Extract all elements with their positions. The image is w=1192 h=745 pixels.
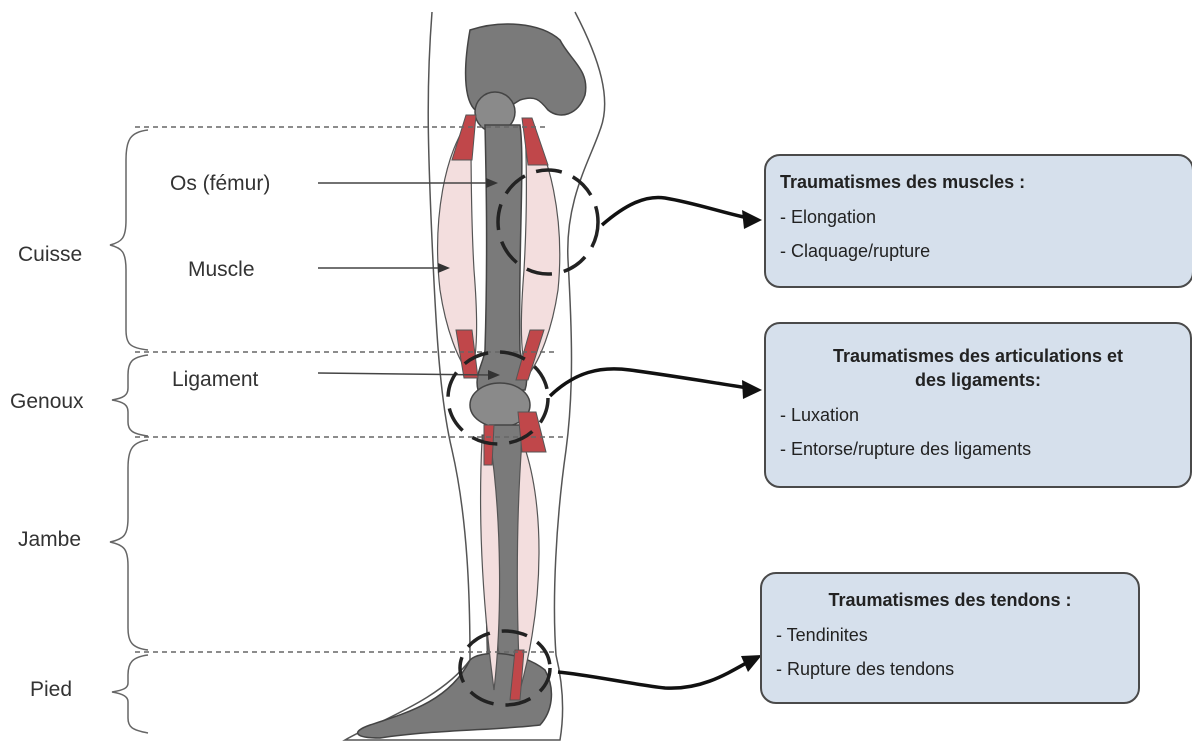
muscle-zone-arrowhead (742, 210, 762, 229)
brace-leg (110, 440, 148, 650)
joint-trauma-title-line2: des ligaments: (780, 368, 1176, 392)
region-thigh-label: Cuisse (18, 243, 82, 267)
region-knee-label: Genoux (10, 390, 84, 414)
tendon-trauma-item: - Rupture des tendons (776, 652, 1124, 686)
ligament-label: Ligament (172, 368, 258, 392)
bone-label: Os (fémur) (170, 172, 270, 196)
muscle-zone-arrow (602, 197, 748, 225)
tendon-trauma-box: Traumatismes des tendons : - Tendinites … (760, 572, 1140, 704)
joint-trauma-item: - Luxation (780, 398, 1176, 432)
knee-zone-arrow (550, 369, 748, 396)
region-leg-label: Jambe (18, 528, 81, 552)
brace-knee (112, 355, 148, 436)
ankle-zone-arrow (558, 662, 748, 688)
muscle-trauma-item: - Elongation (780, 200, 1178, 234)
muscle-label: Muscle (188, 258, 255, 282)
joint-trauma-item: - Entorse/rupture des ligaments (780, 432, 1176, 466)
knee-zone-arrowhead (742, 380, 762, 399)
brace-thigh (110, 130, 148, 350)
femur-bone (477, 125, 527, 390)
joint-trauma-title: Traumatismes des articulations et (780, 344, 1176, 368)
region-foot-label: Pied (30, 678, 72, 702)
brace-foot (112, 655, 148, 733)
muscle-trauma-item: - Claquage/rupture (780, 234, 1178, 268)
muscle-trauma-box: Traumatismes des muscles : - Elongation … (764, 154, 1192, 288)
tendon-trauma-item: - Tendinites (776, 618, 1124, 652)
tendon-hip-left (452, 115, 476, 160)
muscle-trauma-title: Traumatismes des muscles : (780, 170, 1178, 194)
tendon-trauma-title: Traumatismes des tendons : (776, 588, 1124, 612)
joint-trauma-box: Traumatismes des articulations et des li… (764, 322, 1192, 488)
